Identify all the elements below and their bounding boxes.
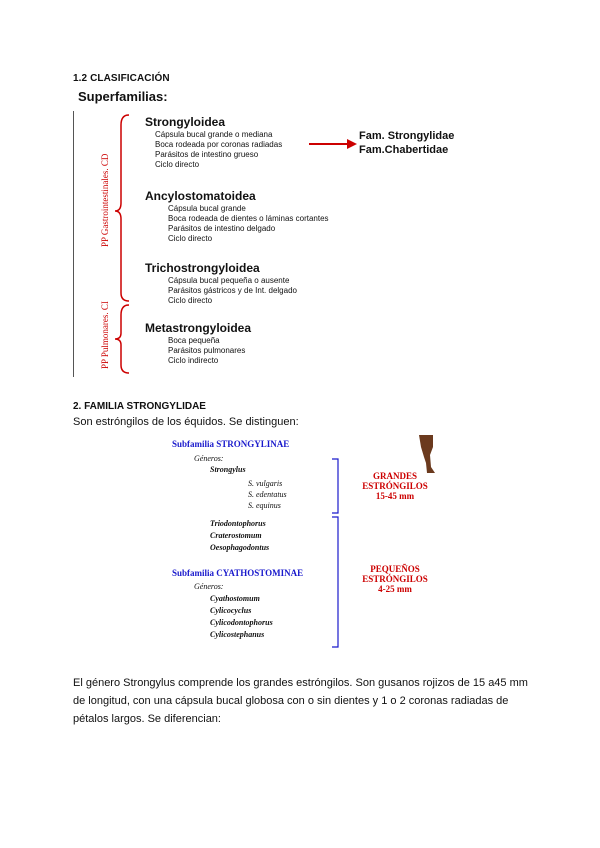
list-item: Ciclo directo [168,296,297,306]
list-item: Ciclo indirecto [168,356,245,366]
list-item: Cápsula bucal pequeña o ausente [168,276,297,286]
generos-label: Géneros: [194,454,223,463]
group-title-strongyloidea: Strongyloidea [145,115,225,129]
side-label-ci: PP Pulmonares. CI [100,301,110,369]
section-heading-clasificacion: 1.2 CLASIFICACIÓN [73,73,170,84]
red-brackets [113,111,133,377]
family-strongylidae: Fam. Strongylidae [359,129,454,143]
group-list-ancylostomatoidea: Cápsula bucal grande Boca rodeada de die… [168,204,329,244]
list-item: Cápsula bucal grande o mediana [155,130,282,140]
list-item: Parásitos de intestino grueso [155,150,282,160]
grandes-line: ESTRÓNGILOS [350,481,440,491]
pequenos-line: PEQUEÑOS [350,564,440,574]
list-item: Boca rodeada de dientes o láminas cortan… [168,214,329,224]
list-item: Ciclo directo [168,234,329,244]
pequenos-label: PEQUEÑOS ESTRÓNGILOS 4-25 mm [350,564,440,594]
subfamily-cyathostominae: Subfamilia CYATHOSTOMINAE [172,568,303,578]
list-item: Parásitos pulmonares [168,346,245,356]
body-paragraph: El género Strongylus comprende los grand… [73,674,528,728]
genera-list-2: Cyathostomum Cylicocyclus Cylicodontopho… [210,593,273,641]
group-title-trichostrongyloidea: Trichostrongyloidea [145,261,260,275]
list-item: Boca rodeada por coronas radiadas [155,140,282,150]
horse-leg-icon [415,433,439,477]
grandes-line: 15-45 mm [350,491,440,501]
group-list-trichostrongyloidea: Cápsula bucal pequeña o ausente Parásito… [168,276,297,306]
list-item: S. equinus [248,500,287,511]
group-list-strongyloidea: Cápsula bucal grande o mediana Boca rode… [155,130,282,170]
list-item: Cylicostephanus [210,629,273,641]
group-list-metastrongyloidea: Boca pequeña Parásitos pulmonares Ciclo … [168,336,245,366]
blue-brackets [330,457,344,653]
list-item: S. edentatus [248,489,287,500]
genus-strongylus: Strongylus [210,465,246,474]
list-item: Cyathostomum [210,593,273,605]
side-label-cd: PP Gastrointestinales. CD [100,154,110,247]
superfamilias-label: Superfamilias: [78,89,168,104]
list-item: Craterostomum [210,530,269,542]
list-item: Parásitos de intestino delgado [168,224,329,234]
list-item: Triodontophorus [210,518,269,530]
list-item: Parásitos gástricos y de Int. delgado [168,286,297,296]
families-list: Fam. Strongylidae Fam.Chabertidae [359,129,454,157]
group-title-ancylostomatoidea: Ancylostomatoidea [145,189,256,203]
classification-figure: PP Gastrointestinales. CD PP Pulmonares.… [73,107,518,377]
list-item: Cylicodontophorus [210,617,273,629]
list-item: Boca pequeña [168,336,245,346]
list-item: Ciclo directo [155,160,282,170]
strongylidae-figure: Subfamilia STRONGYLINAE Géneros: Strongy… [150,433,460,653]
family-chabertidae: Fam.Chabertidae [359,143,454,157]
list-item: S. vulgaris [248,478,287,489]
red-arrow-icon [309,137,359,151]
section-intro: Son estróngilos de los équidos. Se disti… [73,416,299,428]
figure-left-border [73,111,74,377]
section-heading-strongylidae: 2. FAMILIA STRONGYLIDAE [73,401,206,412]
group-title-metastrongyloidea: Metastrongyloidea [145,321,251,335]
subfamily-strongylinae: Subfamilia STRONGYLINAE [172,439,289,449]
list-item: Cápsula bucal grande [168,204,329,214]
list-item: Cylicocyclus [210,605,273,617]
pequenos-line: 4-25 mm [350,584,440,594]
list-item: Oesophagodontus [210,542,269,554]
pequenos-line: ESTRÓNGILOS [350,574,440,584]
species-list: S. vulgaris S. edentatus S. equinus [248,478,287,511]
generos-label: Géneros: [194,582,223,591]
genera-list-1: Triodontophorus Craterostomum Oesophagod… [210,518,269,554]
